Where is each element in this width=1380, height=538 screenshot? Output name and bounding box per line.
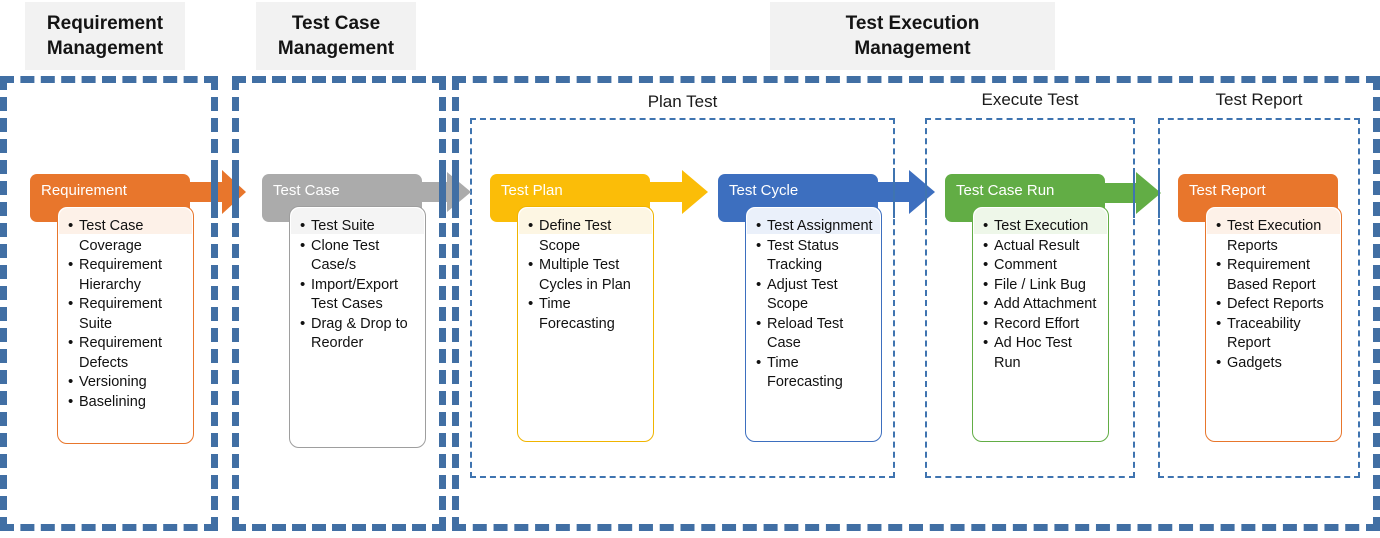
list-item: Time Forecasting (756, 353, 875, 393)
list-item: Requirement Suite (68, 294, 187, 334)
outer-box-test-case-management (232, 76, 446, 531)
separator-dash-test-exec-left (452, 168, 459, 218)
phase-title-plan-test: Plan Test (647, 92, 718, 111)
list-item: Drag & Drop to Reorder (300, 314, 419, 354)
card-test-plan[interactable]: Test Plan Define Test Scope Multiple Tes… (490, 174, 658, 442)
list-item: Actual Result (983, 236, 1102, 257)
group-label-test-execution-management: Test Execution Management (770, 2, 1055, 70)
list-item: Test Status Tracking (756, 236, 875, 276)
list-item: Requirement Hierarchy (68, 255, 187, 295)
separator-dash-test-case-right (439, 168, 446, 218)
feature-list-test-plan: Define Test Scope Multiple Test Cycles i… (528, 216, 647, 334)
list-item: Test Suite (300, 216, 419, 237)
separator-dash-plan-test-right (893, 168, 895, 218)
card-body-test-report: Test Execution Reports Requirement Based… (1205, 206, 1342, 442)
separator-dash-execute-test-right (1133, 168, 1135, 218)
inner-box-execute-test (925, 118, 1135, 478)
phase-title-execute-test: Execute Test (981, 90, 1079, 109)
arrow-test-cycle-to-test-case-run (875, 170, 935, 214)
inner-box-plan-test (470, 118, 895, 478)
separator-dash-requirement-right (211, 168, 218, 218)
list-item: Time Forecasting (528, 294, 647, 334)
card-body-test-case: Test Suite Clone Test Case/s Import/Expo… (289, 206, 426, 448)
card-body-test-case-run: Test Execution Actual Result Comment Fil… (972, 206, 1109, 442)
card-body-requirement: Test Case Coverage Requirement Hierarchy… (57, 206, 194, 444)
card-test-report[interactable]: Test Report Test Execution Reports Requi… (1178, 174, 1346, 442)
list-item: Multiple Test Cycles in Plan (528, 255, 647, 295)
list-item: Test Execution Reports (1216, 216, 1335, 256)
inner-box-test-report (1158, 118, 1360, 478)
card-test-cycle[interactable]: Test Cycle Test Assignment Test Status T… (718, 174, 886, 442)
list-item: Record Effort (983, 314, 1102, 335)
list-item: Comment (983, 255, 1102, 276)
card-test-case[interactable]: Test Case Test Suite Clone Test Case/s I… (262, 174, 430, 448)
card-title-test-case: Test Case (273, 182, 340, 199)
group-label-requirement-management: Requirement Management (25, 2, 185, 70)
card-requirement[interactable]: Requirement Test Case Coverage Requireme… (30, 174, 198, 444)
card-title-test-report: Test Report (1189, 182, 1266, 199)
list-item: Versioning (68, 372, 187, 393)
list-item: Test Execution (983, 216, 1102, 237)
list-item: Gadgets (1216, 353, 1335, 374)
separator-dash-execute-test-left (925, 168, 927, 218)
card-body-test-plan: Define Test Scope Multiple Test Cycles i… (517, 206, 654, 442)
card-title-test-case-run: Test Case Run (956, 182, 1055, 199)
list-item: Define Test Scope (528, 216, 647, 256)
list-item: Import/Export Test Cases (300, 275, 419, 315)
list-item: Requirement Defects (68, 333, 187, 373)
list-item: Ad Hoc Test Run (983, 333, 1102, 373)
card-title-test-cycle: Test Cycle (729, 182, 799, 199)
list-item: Reload Test Case (756, 314, 875, 354)
list-item: Traceability Report (1216, 314, 1335, 354)
list-item: Requirement Based Report (1216, 255, 1335, 295)
separator-dash-test-case-left (232, 168, 239, 218)
list-item: Defect Reports (1216, 294, 1335, 315)
list-item: Add Attachment (983, 294, 1102, 315)
list-item: Clone Test Case/s (300, 236, 419, 276)
feature-list-test-case-run: Test Execution Actual Result Comment Fil… (983, 216, 1102, 373)
list-item: Test Case Coverage (68, 216, 187, 256)
feature-list-test-report: Test Execution Reports Requirement Based… (1216, 216, 1335, 374)
feature-list-requirement: Test Case Coverage Requirement Hierarchy… (68, 216, 187, 413)
feature-list-test-cycle: Test Assignment Test Status Tracking Adj… (756, 216, 875, 393)
phase-title-test-report: Test Report (1215, 90, 1303, 109)
card-title-requirement: Requirement (41, 182, 127, 199)
outer-box-test-execution-management (452, 76, 1380, 531)
group-label-test-case-management: Test Case Management (256, 2, 416, 70)
list-item: Adjust Test Scope (756, 275, 875, 315)
list-item: File / Link Bug (983, 275, 1102, 296)
card-title-test-plan: Test Plan (501, 182, 563, 199)
feature-list-test-case: Test Suite Clone Test Case/s Import/Expo… (300, 216, 419, 354)
arrow-test-case-run-to-test-report (1103, 172, 1161, 214)
card-body-test-cycle: Test Assignment Test Status Tracking Adj… (745, 206, 882, 442)
arrow-test-plan-to-test-cycle (648, 170, 708, 214)
list-item: Baselining (68, 392, 187, 413)
card-test-case-run[interactable]: Test Case Run Test Execution Actual Resu… (945, 174, 1113, 442)
outer-box-requirement-management (0, 76, 218, 531)
list-item: Test Assignment (756, 216, 875, 237)
separator-dash-test-report-left (1158, 168, 1160, 218)
